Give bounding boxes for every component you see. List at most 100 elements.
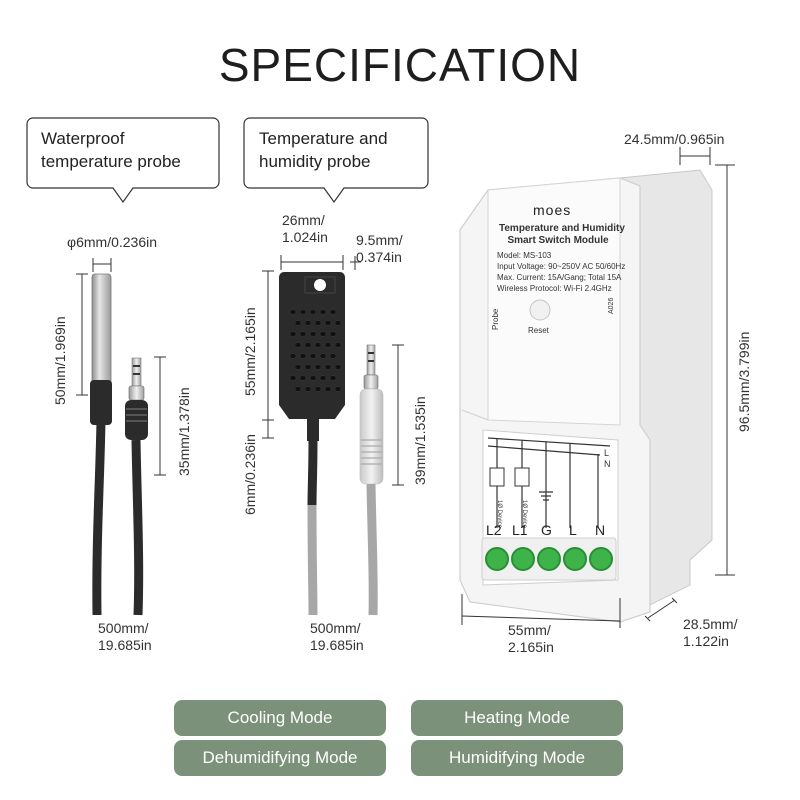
vent-hole (289, 331, 297, 337)
vent-hole (334, 386, 342, 392)
terminal-label-n: N (595, 522, 606, 538)
vent-hole (329, 331, 337, 337)
probe1-label-line2: temperature probe (41, 152, 181, 171)
device-height-dim: 96.5mm/3.799in (736, 331, 752, 432)
terminal-labels: L2 L1 G L N (483, 522, 615, 540)
probe2-depth-line2: 0.374in (356, 249, 402, 265)
probe1-drawing (76, 258, 166, 616)
vent-hole (299, 331, 307, 337)
probe1-diameter: φ6mm/0.236in (67, 234, 158, 250)
probe2-drawing (262, 255, 404, 616)
device-depth-dim: 28.5mm/ 1.122in (683, 616, 737, 650)
terminal-screw-l2 (485, 547, 509, 571)
vent-hole (304, 386, 312, 392)
vent-hole (319, 309, 327, 315)
vent-hole (289, 375, 297, 381)
device-width-line2: 2.165in (508, 639, 554, 655)
probe2-depth-line1: 9.5mm/ (356, 232, 403, 248)
device-depth-line1: 28.5mm/ (683, 616, 738, 632)
vent-hole (309, 331, 317, 337)
device-wireless: Wireless Protocol: Wi-Fi 2.4GHz (497, 284, 612, 293)
vent-hole (294, 386, 302, 392)
vent-hole (324, 386, 332, 392)
vent-hole (289, 309, 297, 315)
vent-hole (309, 353, 317, 359)
terminal-label-l: L (569, 522, 577, 538)
terminal-screw-g (537, 547, 561, 571)
vent-hole (314, 386, 322, 392)
device-line-n-label: N (604, 459, 611, 469)
terminal-label-l1: L1 (512, 522, 528, 538)
probe1-plug-length: 35mm/1.378in (176, 387, 192, 476)
probe1-bubble (26, 117, 220, 204)
device-name-line2: Smart Switch Module (507, 235, 609, 246)
vent-hole (299, 309, 307, 315)
vent-hole (319, 375, 327, 381)
vent-hole (294, 342, 302, 348)
probe1-cable-line2: 19.685in (98, 637, 152, 653)
device-name: Temperature and Humidity Smart Switch Mo… (499, 223, 625, 247)
device-model: Model: MS-103 (497, 251, 552, 260)
device-code-label: A026 (608, 297, 615, 314)
vent-hole (294, 364, 302, 370)
terminal-label-l2: L2 (486, 522, 502, 538)
terminal-block (483, 542, 615, 578)
vent-hole (324, 320, 332, 326)
humidifying-mode-button[interactable]: Humidifying Mode (411, 740, 623, 776)
probe2-depth: 9.5mm/ 0.374in (356, 232, 403, 266)
terminal-screw-l (563, 547, 587, 571)
vent-hole (334, 364, 342, 370)
vent-hole (324, 364, 332, 370)
vent-hole (314, 342, 322, 348)
device-name-line1: Temperature and Humidity (499, 223, 625, 234)
probe2-neck: 6mm/0.236in (242, 434, 258, 515)
probe1-label-line1: Waterproof (41, 129, 125, 148)
vent-hole (309, 309, 317, 315)
vent-hole (329, 309, 337, 315)
device-specs: Model: MS-103 Input Voltage: 90~250V AC … (497, 250, 625, 294)
probe2-label-line1: Temperature and (259, 129, 388, 148)
vent-hole (314, 320, 322, 326)
probe1-length: 50mm/1.969in (52, 316, 68, 405)
device-brand-logo: MOES (533, 202, 572, 218)
vent-hole (329, 375, 337, 381)
vent-hole (299, 375, 307, 381)
dehumidifying-mode-button[interactable]: Dehumidifying Mode (174, 740, 386, 776)
cooling-mode-button[interactable]: Cooling Mode (174, 700, 386, 736)
probe2-bubble (243, 117, 429, 204)
vent-hole (319, 331, 327, 337)
probe2-width-line2: 1.024in (282, 229, 328, 245)
probe1-label: Waterproof temperature probe (41, 127, 181, 173)
vent-hole (304, 364, 312, 370)
terminal-label-g: G (541, 522, 552, 538)
vent-hole (304, 320, 312, 326)
vent-hole (309, 375, 317, 381)
probe2-label: Temperature and humidity probe (259, 127, 388, 173)
probe2-height: 55mm/2.165in (242, 307, 258, 396)
probe2-width-line1: 26mm/ (282, 212, 325, 228)
vent-hole (329, 353, 337, 359)
vent-hole (299, 353, 307, 359)
probe2-cable-line1: 500mm/ (310, 620, 361, 636)
probe2-plug-length: 39mm/1.535in (412, 396, 428, 485)
vent-hole (289, 353, 297, 359)
terminal-screw-n (589, 547, 613, 571)
page-title: SPECIFICATION (218, 39, 582, 91)
device-width-line1: 55mm/ (508, 622, 551, 638)
vent-hole (319, 353, 327, 359)
probe1-cable-line1: 500mm/ (98, 620, 149, 636)
device-reset-label: Reset (528, 326, 549, 335)
probe2-cable-length: 500mm/ 19.685in (310, 620, 364, 654)
heating-mode-button[interactable]: Heating Mode (411, 700, 623, 736)
terminal-screw-l1 (511, 547, 535, 571)
device-input: Input Voltage: 90~250V AC 50/60Hz (497, 262, 626, 271)
vent-hole (324, 342, 332, 348)
probe2-width: 26mm/ 1.024in (282, 212, 328, 246)
device-drawing (459, 147, 735, 623)
vent-hole (334, 342, 342, 348)
vent-hole (334, 320, 342, 326)
probe2-label-line2: humidity probe (259, 152, 371, 171)
probe1-cable-length: 500mm/ 19.685in (98, 620, 152, 654)
device-current: Max. Current: 15A/Gang; Total 15A (497, 273, 622, 282)
probe2-cable-line2: 19.685in (310, 637, 364, 653)
